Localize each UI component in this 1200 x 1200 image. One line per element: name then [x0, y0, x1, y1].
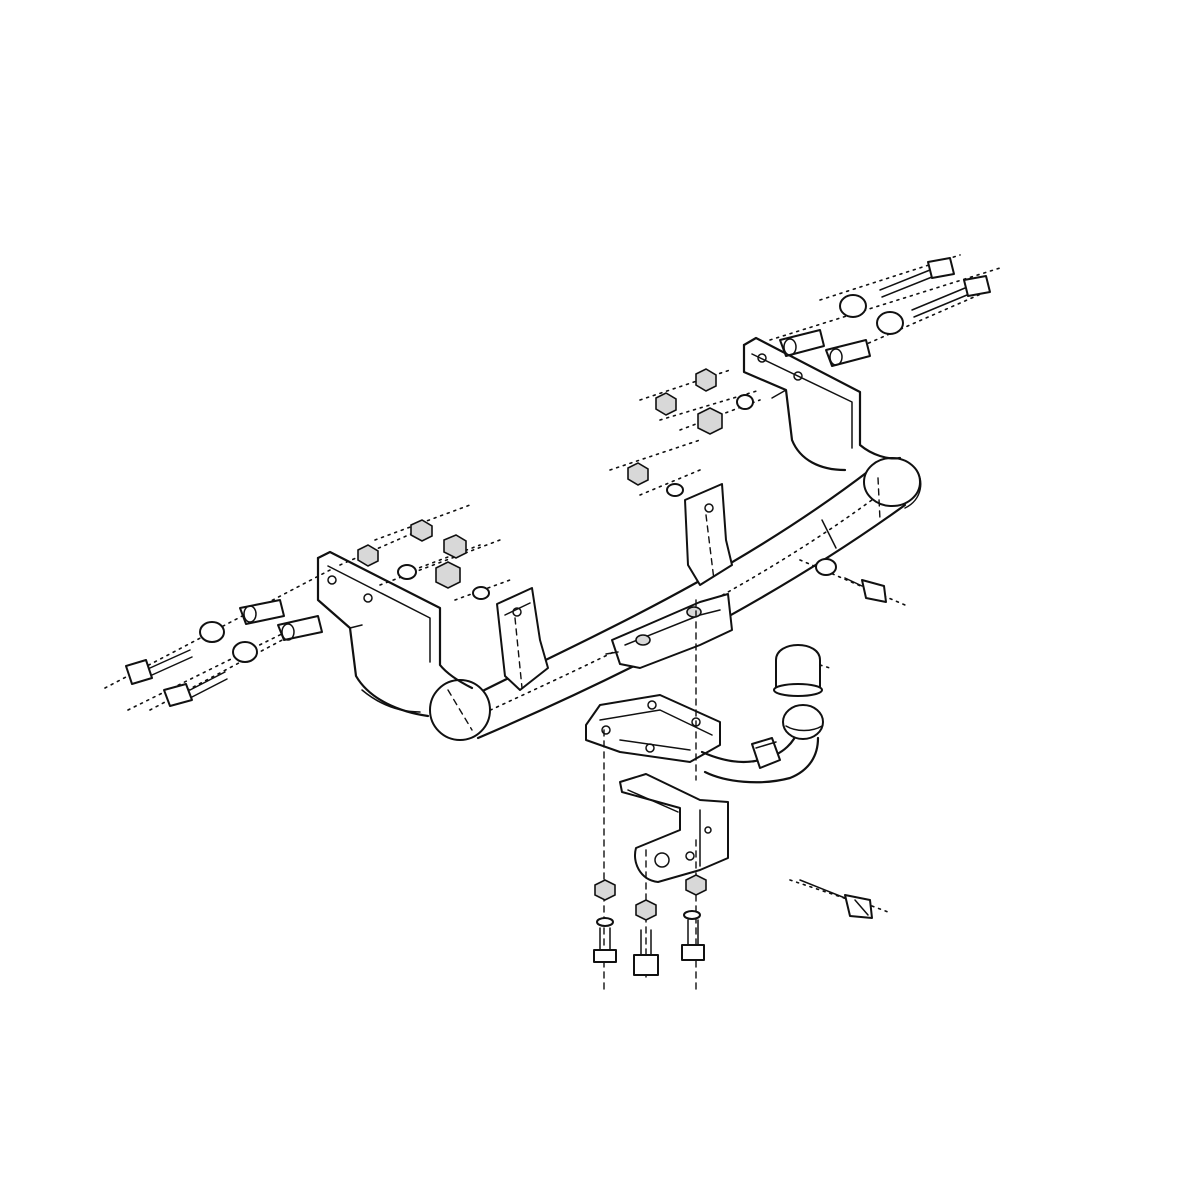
right-bracket-hole [757, 353, 767, 363]
lower-bolt-kit [593, 874, 707, 976]
right-spacer [779, 329, 825, 357]
right-bolt-head [963, 275, 991, 297]
side-bolt-head [861, 579, 887, 603]
lower-nut [685, 874, 707, 896]
left-washer [199, 621, 225, 643]
right-washer [876, 311, 904, 335]
tow-ball [782, 704, 824, 740]
tow-ball-mount-plate [585, 694, 721, 763]
crossbar-mid-clamp [605, 593, 733, 669]
clamp-nut [686, 606, 702, 618]
left-bracket-hole [327, 575, 337, 585]
right-bolt-kit [769, 254, 1001, 367]
lower-bolt-shank [599, 927, 611, 951]
nut [443, 534, 467, 559]
center-bracket-hole [512, 607, 522, 617]
nut [627, 462, 649, 486]
left-bolt-head [125, 659, 153, 685]
left-washer [232, 641, 258, 663]
washer [472, 586, 490, 600]
nut [435, 561, 461, 589]
lower-washer [683, 910, 701, 920]
right-bolt-shank [911, 287, 968, 318]
nut [695, 368, 717, 392]
socket-bracket-hole [704, 826, 712, 834]
center-bracket-hole [704, 503, 714, 513]
center-bracket-left [496, 587, 549, 691]
washer [666, 483, 684, 497]
side-washer [815, 558, 837, 576]
washer [736, 394, 754, 410]
right-bolt-shank [879, 269, 933, 298]
lower-bolt-head [633, 954, 659, 976]
socket-plate [751, 737, 781, 769]
left-spacer [277, 615, 323, 641]
center-bracket-right [684, 483, 733, 586]
right-bolt-head [927, 257, 955, 279]
right-nut-cluster [609, 368, 761, 497]
socket-bracket-hole [654, 852, 670, 868]
lower-bolt-head [593, 949, 617, 963]
right-washer [839, 294, 867, 318]
loose-bolt [789, 879, 889, 919]
nut [697, 407, 723, 435]
socket-bracket [619, 773, 729, 883]
lower-nut [594, 879, 616, 901]
crossbar-right-end [863, 457, 921, 507]
socket-bracket-hole [685, 851, 695, 861]
left-bolt-shank [189, 671, 228, 698]
left-bolt-head [163, 683, 193, 707]
lower-nut [635, 899, 657, 921]
mount-plate-hole [645, 743, 655, 753]
washer [397, 564, 417, 580]
nut [655, 392, 677, 416]
crossbar [429, 457, 922, 741]
lower-washer [596, 917, 614, 927]
tow-ball-neck [700, 728, 820, 784]
right-bracket-hole [793, 371, 803, 381]
right-mounting-bracket [742, 336, 902, 472]
clamp-nut [635, 634, 651, 646]
crossbar-side-bolt [799, 558, 906, 606]
left-nut-cluster [339, 504, 511, 601]
nut [410, 519, 433, 542]
mount-plate-hole [647, 700, 657, 710]
left-bracket-hole [363, 593, 373, 603]
left-bolt-kit [104, 569, 331, 711]
assembly-axes [603, 599, 697, 991]
lower-bolt-shank [687, 919, 699, 946]
left-mounting-bracket [316, 550, 474, 718]
mount-plate-hole [601, 725, 611, 735]
nut [357, 544, 379, 567]
tow-ball-cover-cap [773, 644, 831, 697]
lower-bolt-shank [640, 929, 652, 956]
right-spacer [825, 339, 871, 367]
lower-bolt-head [681, 944, 705, 961]
left-bolt-shank [149, 649, 193, 676]
